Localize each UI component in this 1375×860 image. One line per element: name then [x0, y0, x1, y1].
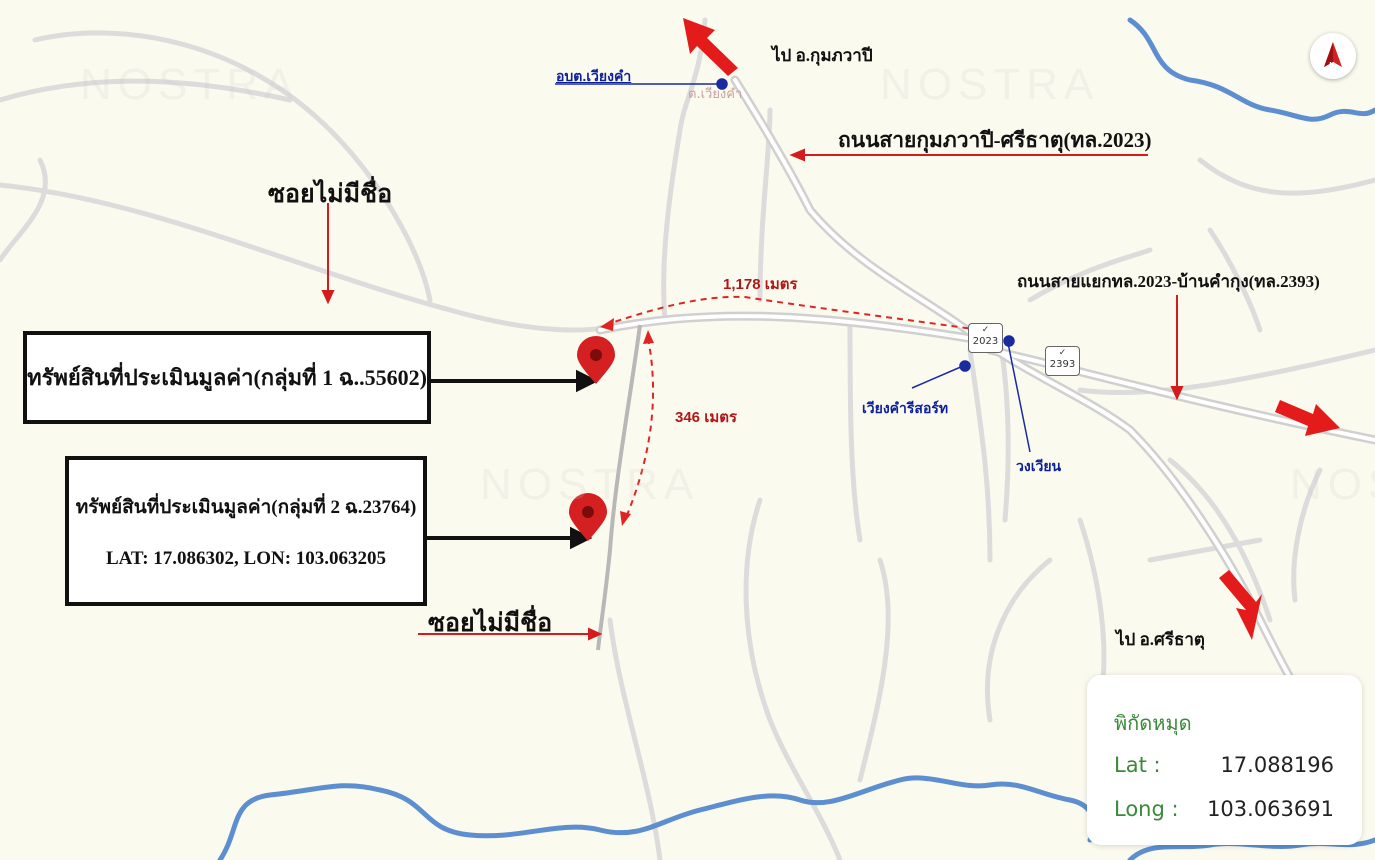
map-pin-2[interactable] [569, 493, 607, 541]
distance-346-label: 346 เมตร [675, 409, 738, 426]
lat-value: 17.088196 [1220, 753, 1334, 777]
minor-roads [0, 17, 1375, 860]
property-2-box[interactable]: ทรัพย์สินที่ประเมินมูลค่า(กลุ่มที่ 2 ฉ.2… [65, 456, 427, 606]
to-si-that-label: ไป อ.ศรีธาตุ [1116, 630, 1205, 649]
watermark: NOSTRA [880, 60, 1100, 109]
property-1-title: ทรัพย์สินที่ประเมินมูลค่า(กลุ่มที่ 1 ฉ..… [27, 365, 427, 390]
watermark: NOSTRA [480, 460, 700, 509]
soi-road [596, 324, 642, 651]
distance-lines [604, 295, 981, 521]
to-kumphawapi-label: ไป อ.กุมภวาปี [772, 46, 873, 65]
soi-top-label: ซอยไม่มีชื่อ [268, 181, 393, 208]
road-2393-label: ถนนสายแยกทล.2023-บ้านคำกุง(ทล.2393) [1017, 272, 1320, 291]
property-1-box[interactable]: ทรัพย์สินที่ประเมินมูลค่า(กลุ่มที่ 1 ฉ..… [23, 331, 431, 424]
compass-letter: N [1329, 61, 1335, 70]
poi-obt-wiang-kham: อบต.เวียงคำ [556, 68, 632, 84]
coordinate-panel-title: พิกัดหมุด [1114, 711, 1192, 735]
route-shield-2023: ✓ 2023 [968, 323, 1003, 353]
route-shield-2393: ✓ 2393 [1045, 346, 1080, 376]
map-pin-1[interactable] [577, 335, 615, 384]
watermark: NOSTRA [80, 60, 300, 109]
direction-arrows [683, 18, 1340, 640]
route-number: 2393 [1049, 359, 1076, 370]
route-number: 2023 [972, 336, 999, 347]
watermark: NOSTRA [1290, 460, 1375, 509]
compass-button[interactable]: N [1310, 33, 1356, 79]
poi-resort: เวียงคำรีสอร์ท [862, 400, 949, 416]
road-2023-label: ถนนสายกุมภวาปี-ศรีธาตุ(ทล.2023) [838, 128, 1152, 152]
lon-value: 103.063691 [1207, 797, 1334, 821]
lat-label: Lat : [1114, 753, 1161, 777]
lon-label: Long : [1114, 797, 1179, 821]
property-2-coords: LAT: 17.086302, LON: 103.063205 [105, 548, 387, 569]
poi-roundabout: วงเวียน [1016, 458, 1062, 474]
coordinate-panel: พิกัดหมุด Lat : 17.088196 Long : 103.063… [1087, 675, 1362, 845]
subdistrict-label: ต.เวียงคำ [688, 87, 743, 102]
north-arrow-icon [1324, 42, 1342, 67]
soi-bottom-label: ซอยไม่มีชื่อ [428, 610, 553, 637]
distance-1178-label: 1,178 เมตร [723, 276, 798, 293]
property-2-title: ทรัพย์สินที่ประเมินมูลค่า(กลุ่มที่ 2 ฉ.2… [75, 497, 417, 518]
